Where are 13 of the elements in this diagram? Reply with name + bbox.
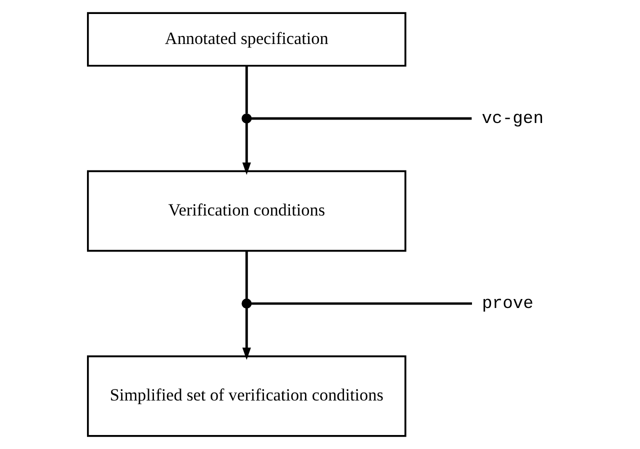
arrow — [242, 122, 250, 175]
node-circle — [241, 113, 252, 124]
node-text: prove — [482, 295, 533, 314]
connector — [250, 302, 472, 305]
connector — [244, 66, 248, 114]
node-box: Annotated specification — [86, 12, 406, 67]
node-text: vc-gen — [481, 110, 544, 130]
connector — [244, 251, 248, 299]
node-circle — [241, 298, 252, 309]
node-box: Verification conditions — [86, 170, 406, 252]
connector — [250, 117, 472, 120]
arrow — [242, 308, 250, 360]
node-box: Simplified set of verification conditions — [86, 355, 406, 437]
